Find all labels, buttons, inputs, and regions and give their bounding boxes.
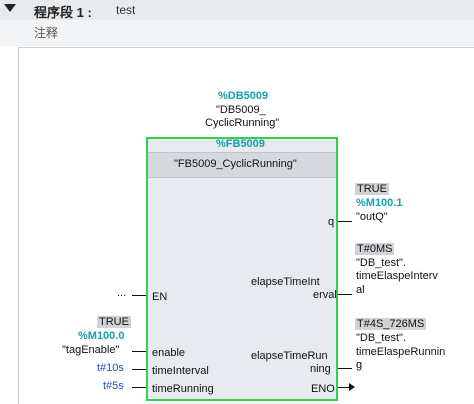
fb-address: %FB5009 xyxy=(216,138,265,150)
elapse-interval-status-value: T#0MS xyxy=(355,243,395,255)
collapse-triangle-icon[interactable] xyxy=(4,4,16,12)
fb-title-bar: "FB5009_CyclicRunning" xyxy=(148,152,336,178)
instance-db-name-line1: "DB5009_ xyxy=(216,104,266,116)
elapse-running-tag-line2[interactable]: timeElaspeRunnin xyxy=(356,346,446,358)
pin-elapse-interval-label-line1: elapseTimeInt xyxy=(251,276,320,288)
pin-elapse-running-label-line1: elapseTimeRun xyxy=(251,350,328,362)
wire-eno xyxy=(338,387,352,388)
q-tag[interactable]: "outQ" xyxy=(356,211,388,223)
time-running-value[interactable]: t#5s xyxy=(103,380,124,392)
pin-time-running-label: timeRunning xyxy=(152,383,214,395)
q-address[interactable]: %M100.1 xyxy=(356,197,403,209)
wire-time-interval xyxy=(132,369,146,370)
elapse-interval-tag-line2[interactable]: timeElaspeInterv xyxy=(356,270,438,282)
wire-elapse-running xyxy=(338,368,352,369)
pin-eno-label: ENO xyxy=(311,383,335,395)
network-title: 程序段 1 : xyxy=(34,5,92,20)
elapse-running-tag-line3[interactable]: g xyxy=(356,359,363,371)
network-header[interactable]: 程序段 1 : test xyxy=(0,0,474,20)
elapse-interval-tag-line3[interactable]: al xyxy=(356,284,365,296)
wire-elapse-interval xyxy=(338,294,352,295)
network-comment-row[interactable]: 注释 xyxy=(0,20,474,46)
elapse-running-status-value: T#4S_726MS xyxy=(355,318,427,330)
elapse-running-tag-line1[interactable]: "DB_test". xyxy=(356,332,406,344)
instance-db-address[interactable]: %DB5009 xyxy=(218,90,269,102)
wire-q xyxy=(338,221,352,222)
enable-tag[interactable]: "tagEnable" xyxy=(62,344,120,356)
pin-elapse-running-label-line2: ning xyxy=(310,363,331,375)
eno-arrow-icon xyxy=(349,383,355,391)
instance-db-name-line2: CyclicRunning" xyxy=(205,117,280,129)
pin-q-label: q xyxy=(328,216,335,228)
fb-name: "FB5009_CyclicRunning" xyxy=(174,158,297,170)
network-name[interactable]: test xyxy=(116,3,136,17)
q-status-value: TRUE xyxy=(355,183,389,195)
en-operand[interactable]: ... xyxy=(117,287,127,299)
comment-field[interactable]: 注释 xyxy=(34,26,59,40)
pin-en-label: EN xyxy=(152,291,168,303)
enable-address[interactable]: %M100.0 xyxy=(78,330,125,342)
wire-enable xyxy=(132,351,146,352)
pin-elapse-interval-label-line2: erval xyxy=(313,289,337,301)
wire-time-running xyxy=(132,387,146,388)
elapse-interval-tag-line1[interactable]: "DB_test". xyxy=(356,257,406,269)
pin-enable-label: enable xyxy=(152,347,186,359)
function-block-box[interactable]: %FB5009 "FB5009_CyclicRunning" EN enable… xyxy=(146,137,338,401)
enable-status-value: TRUE xyxy=(97,316,131,328)
pin-time-interval-label: timeInterval xyxy=(152,365,209,377)
time-interval-value[interactable]: t#10s xyxy=(97,362,124,374)
wire-en xyxy=(132,295,146,296)
